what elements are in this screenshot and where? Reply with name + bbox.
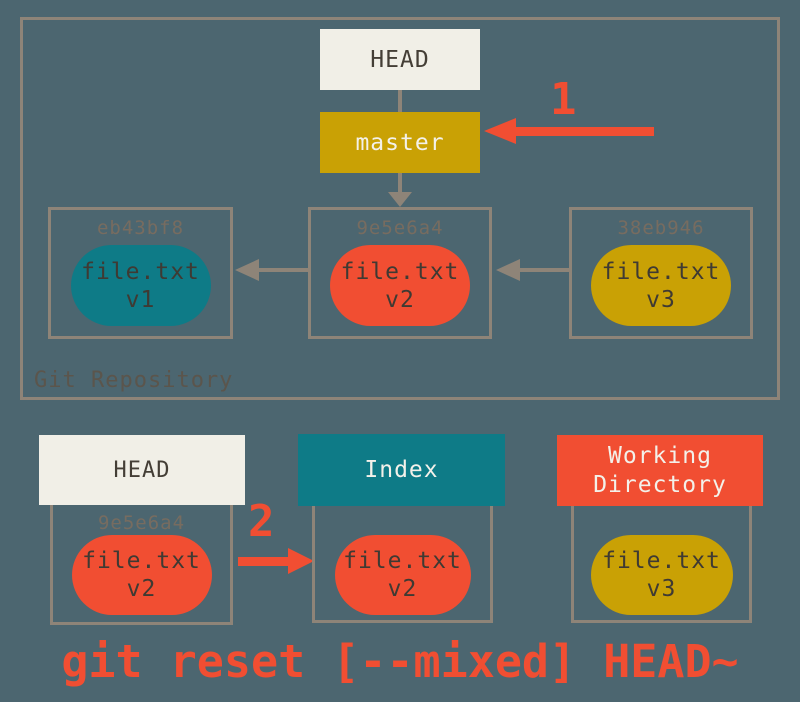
arrow-master-to-commit-line <box>398 173 402 194</box>
head-area-title: HEAD <box>113 457 171 483</box>
arrow-commit3-to-commit2-line <box>518 268 569 272</box>
index-area-title-box: Index <box>298 434 505 506</box>
file-name: file.txt <box>343 548 462 574</box>
commit-hash: eb43bf8 <box>96 217 185 239</box>
file-name: file.txt <box>81 258 200 285</box>
commit-box-9e5e6a4: 9e5e6a4 file.txt v2 <box>308 207 492 339</box>
arrow-commit2-to-commit1-line <box>257 268 308 272</box>
file-version: v2 <box>387 576 418 602</box>
head-ref-label: HEAD <box>370 46 430 73</box>
step2-label: 2 <box>248 496 275 547</box>
step1-label: 1 <box>550 74 577 125</box>
working-directory-title: Working Directory <box>593 442 727 498</box>
commit-box-eb43bf8: eb43bf8 file.txt v1 <box>48 207 233 339</box>
arrow-commit3-to-commit2-head <box>496 259 520 281</box>
head-area-commit-box: 9e5e6a4 file.txt v2 <box>50 505 233 625</box>
step2-arrow-line <box>238 557 290 566</box>
head-area-title-box: HEAD <box>39 435 245 505</box>
file-version: v3 <box>646 286 676 313</box>
master-branch-box: master <box>320 112 480 173</box>
file-blob-v2: file.txt v2 <box>330 245 470 326</box>
file-version: v1 <box>125 286 156 313</box>
head-ref-box: HEAD <box>320 29 480 90</box>
file-version: v3 <box>646 576 677 602</box>
command-caption: git reset [--mixed] HEAD~ <box>61 635 739 688</box>
step2-arrow-head <box>288 548 314 574</box>
working-directory-title-box: Working Directory <box>557 435 763 506</box>
file-name: file.txt <box>82 548 201 574</box>
index-area-commit-box: file.txt v2 <box>312 506 493 623</box>
file-blob-v3: file.txt v3 <box>591 245 731 326</box>
arrow-master-to-commit-head <box>388 192 412 207</box>
file-version: v2 <box>126 576 157 602</box>
step1-arrow-line <box>514 127 654 136</box>
commit-hash: 9e5e6a4 <box>356 217 444 239</box>
commit-box-38eb946: 38eb946 file.txt v3 <box>569 207 753 339</box>
git-repository-box <box>20 17 780 400</box>
arrow-commit2-to-commit1-head <box>235 259 259 281</box>
file-blob-head-v2: file.txt v2 <box>71 535 212 615</box>
file-name: file.txt <box>340 258 460 285</box>
file-blob-index-v2: file.txt v2 <box>334 535 471 615</box>
commit-hash: 9e5e6a4 <box>97 512 186 534</box>
arrow-head-to-master <box>398 90 402 114</box>
file-name: file.txt <box>602 548 721 574</box>
index-area-title: Index <box>364 457 439 483</box>
step1-arrow-head <box>484 118 516 144</box>
working-directory-commit-box: file.txt v3 <box>571 506 752 623</box>
commit-hash: 38eb946 <box>617 217 705 239</box>
git-repository-label: Git Repository <box>34 368 234 393</box>
master-branch-label: master <box>355 129 445 156</box>
file-blob-v1: file.txt v1 <box>70 245 211 326</box>
file-blob-wd-v3: file.txt v3 <box>590 535 733 615</box>
file-name: file.txt <box>601 258 721 285</box>
file-version: v2 <box>385 286 415 313</box>
